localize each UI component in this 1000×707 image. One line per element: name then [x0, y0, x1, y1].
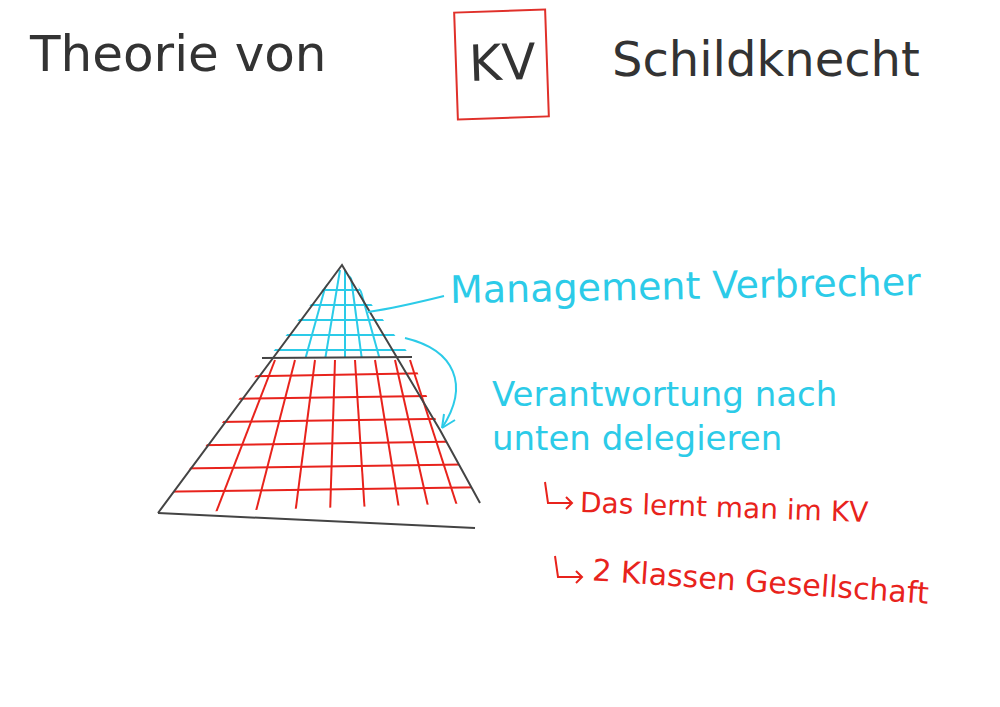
callout-text: Management Verbrecher — [450, 258, 922, 316]
bottom-hatch — [150, 360, 490, 515]
note-text: Das lernt man im KV — [579, 485, 869, 531]
hook-arrow — [545, 482, 572, 509]
hook-arrow — [555, 556, 582, 583]
arrow-head — [442, 414, 455, 428]
title-part: Schildknecht — [612, 28, 920, 90]
curved-arrow — [405, 338, 456, 428]
note-text: 2 Klassen Gesellschaft — [591, 550, 930, 612]
callout-text: Verantwortung nach unten delegieren — [492, 372, 872, 460]
pyramid-outline — [158, 265, 480, 528]
box-text: KV — [468, 32, 547, 93]
title-box: KV — [453, 8, 550, 120]
title-part: Theorie von — [30, 22, 327, 87]
leader-line — [368, 296, 444, 312]
top-hatch — [260, 270, 420, 360]
